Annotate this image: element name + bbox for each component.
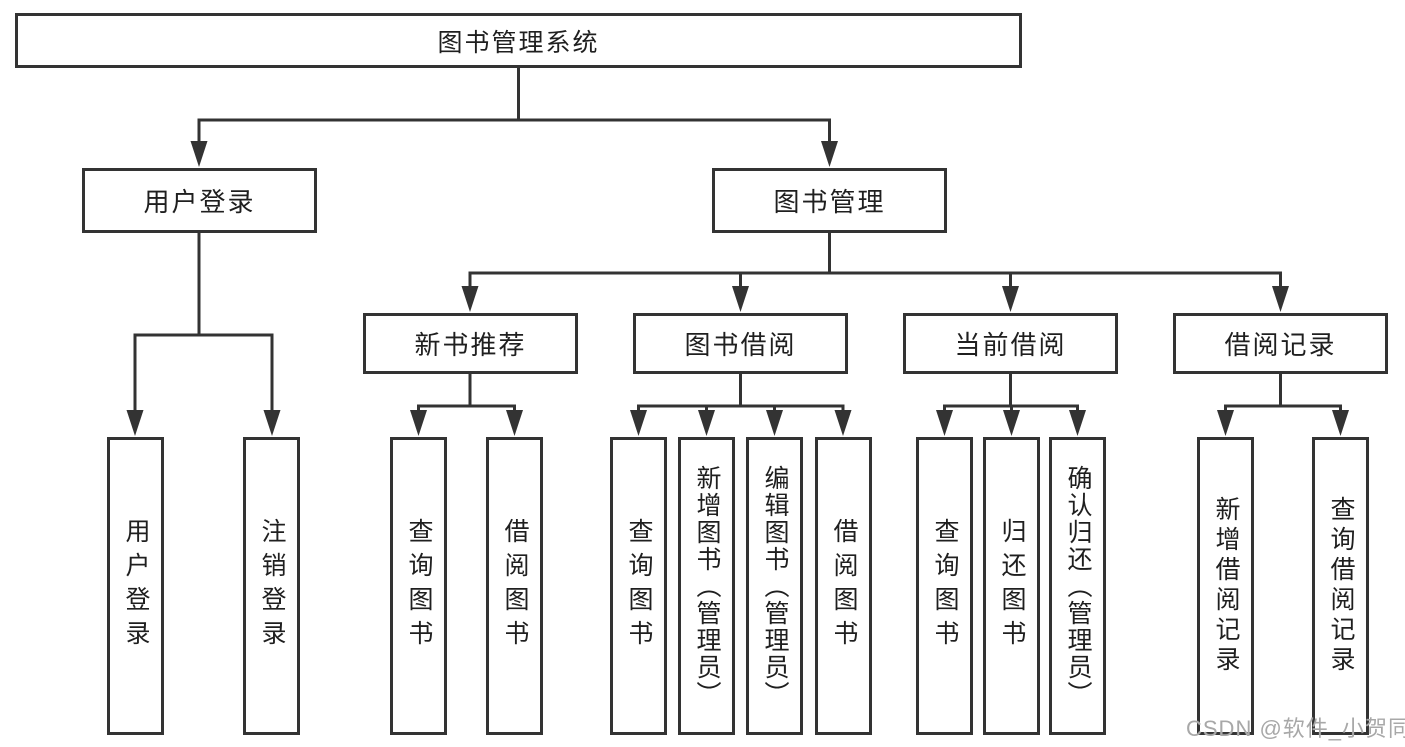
leaf-query-borrow-record: 查询借阅记录: [1312, 437, 1369, 735]
leaf-logout: 注销登录: [243, 437, 300, 735]
node-label: 编辑图书（管理员）: [761, 464, 789, 708]
node-label: 新增借阅记录: [1212, 496, 1240, 676]
node-book-borrow: 图书借阅: [633, 313, 848, 374]
node-user-login: 用户登录: [82, 168, 317, 233]
node-label: 确认归还（管理员）: [1064, 464, 1092, 708]
node-new-book-recommend: 新书推荐: [363, 313, 578, 374]
leaf-add-borrow-record: 新增借阅记录: [1197, 437, 1254, 735]
node-borrow-records: 借阅记录: [1173, 313, 1388, 374]
arrowheads: [126, 141, 1349, 436]
node-label: 借阅图书: [501, 518, 529, 654]
node-label: 查询图书: [625, 518, 653, 654]
node-label: 归还图书: [998, 518, 1026, 654]
csdn-watermark: CSDN @软件_小贺同学: [1186, 716, 1405, 741]
node-label: 借阅记录: [1224, 330, 1337, 360]
node-label: 查询图书: [931, 518, 959, 654]
leaf-user-login: 用户登录: [107, 437, 164, 735]
node-label: 借阅图书: [830, 518, 858, 654]
node-current-borrow: 当前借阅: [903, 313, 1118, 374]
node-label: 注销登录: [258, 518, 286, 654]
node-label: 用户登录: [122, 518, 150, 654]
leaf-confirm-return-admin: 确认归还（管理员）: [1049, 437, 1106, 735]
node-label: 当前借阅: [954, 330, 1067, 360]
leaf-edit-books-admin: 编辑图书（管理员）: [746, 437, 803, 735]
node-label: 图书管理系统: [437, 28, 600, 57]
leaf-borrow-books: 借阅图书: [815, 437, 872, 735]
node-label: 图书借阅: [684, 330, 797, 360]
leaf-borrow-books: 借阅图书: [486, 437, 543, 735]
node-label: 图书管理: [773, 187, 886, 217]
node-book-management: 图书管理: [712, 168, 947, 233]
node-label: 用户登录: [143, 187, 256, 217]
leaf-return-books: 归还图书: [983, 437, 1040, 735]
node-library-system: 图书管理系统: [15, 13, 1022, 68]
node-label: 新书推荐: [414, 330, 527, 360]
leaf-add-books-admin: 新增图书（管理员）: [678, 437, 735, 735]
node-label: 查询借阅记录: [1327, 496, 1355, 676]
node-label: 新增图书（管理员）: [693, 464, 721, 708]
leaf-query-books: 查询图书: [916, 437, 973, 735]
leaf-query-books: 查询图书: [390, 437, 447, 735]
node-label: 查询图书: [405, 518, 433, 654]
leaf-query-books: 查询图书: [610, 437, 667, 735]
